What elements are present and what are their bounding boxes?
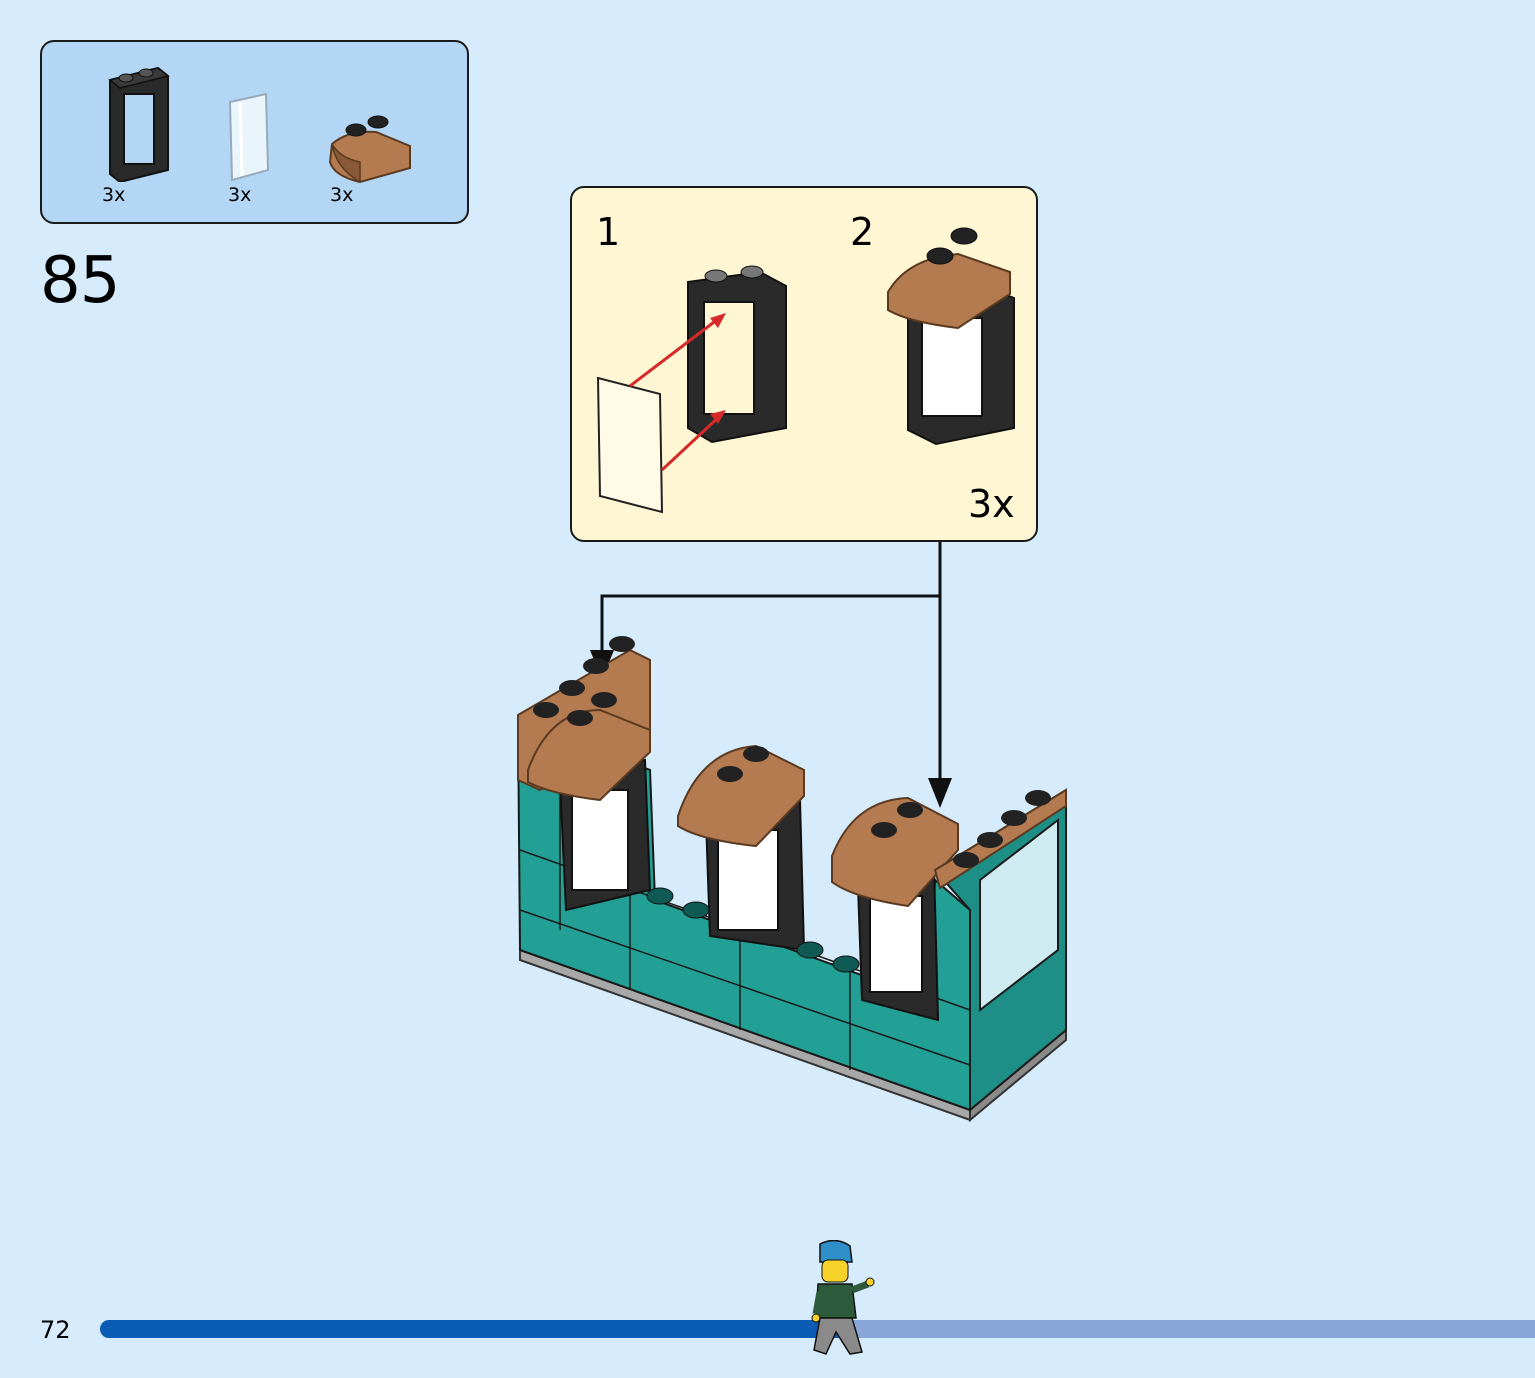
substep-1-number: 1: [596, 210, 621, 254]
step-number: 85: [40, 244, 120, 318]
page-number: 72: [40, 1316, 71, 1344]
sub-assembly-multiplier: 3x: [968, 482, 1015, 526]
sub-assembly-box: 1 2 3x: [570, 186, 1038, 542]
substep-1-illustration: [596, 265, 787, 514]
part-3-quantity: 3x: [330, 184, 354, 206]
substep-2-illustration: [887, 227, 1015, 446]
window-frame-icon: [102, 62, 172, 182]
progress-bar-fill: [100, 1320, 840, 1338]
part-1-quantity: 3x: [102, 184, 126, 206]
minifigure-icon: [811, 1240, 875, 1355]
curved-brick-icon: [326, 110, 416, 186]
substep-2-number: 2: [850, 210, 875, 254]
part-2-quantity: 3x: [228, 184, 252, 206]
parts-list-box: 3x 3x 3x: [40, 40, 469, 224]
window-glass-icon: [226, 90, 272, 182]
model-illustration: [516, 636, 1067, 1123]
